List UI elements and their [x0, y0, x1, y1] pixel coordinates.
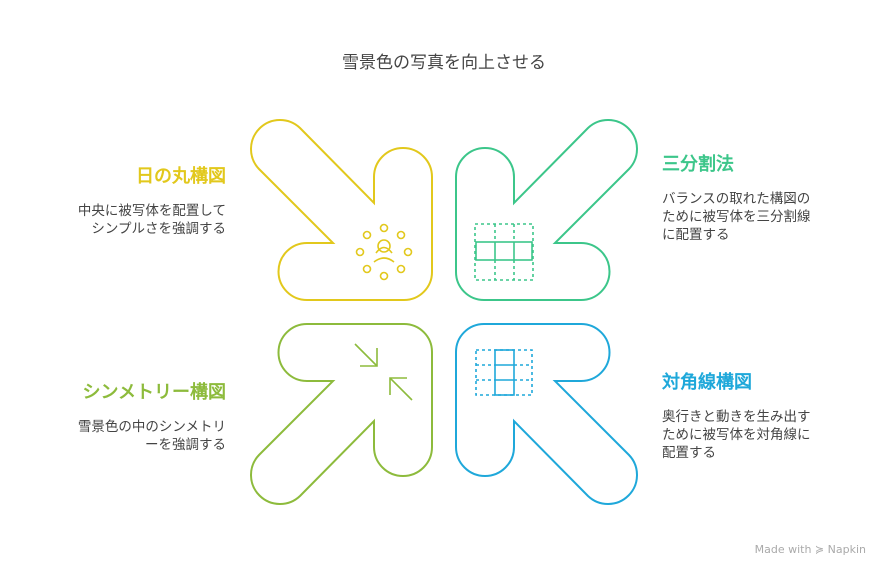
item-desc-line: ために被写体を三分割線: [662, 209, 811, 225]
arrow-bottom-right: [455, 323, 639, 506]
item-desc-line: 奥行きと動きを生み出す: [662, 409, 811, 425]
symmetry-arrows-icon: [354, 343, 413, 401]
item-title: シンメトリー構図: [82, 382, 226, 403]
item-desc-line: 配置する: [662, 445, 716, 461]
rule-of-thirds-icon: [474, 223, 534, 281]
item-title: 対角線構図: [662, 372, 752, 393]
item-desc-line: シンプルさを強調する: [91, 221, 226, 237]
item-desc-line: 中央に被写体を配置して: [77, 203, 226, 219]
item-rule-of-thirds: 三分割法 バランスの取れた構図のために被写体を三分割線に配置する: [662, 150, 862, 244]
item-desc-line: に配置する: [662, 227, 730, 243]
item-title: 日の丸構図: [136, 166, 226, 187]
item-desc-line: 雪景色の中のシンメトリ: [77, 419, 226, 435]
arrow-top-right: [455, 118, 639, 301]
item-symmetry: シンメトリー構図 雪景色の中のシンメトリーを強調する: [26, 378, 226, 454]
arrow-bottom-left: [249, 323, 433, 506]
diagonal-grid-icon: [475, 349, 533, 396]
napkin-credit[interactable]: Made with ≽ Napkin: [754, 543, 866, 556]
diagram-title: 雪景色の写真を向上させる: [342, 53, 546, 73]
item-hinomaru: 日の丸構図 中央に被写体を配置してシンプルさを強調する: [26, 162, 226, 238]
item-desc-line: ために被写体を対角線に: [662, 427, 811, 443]
sun-subject-icon: [355, 223, 413, 281]
item-diagonal: 対角線構図 奥行きと動きを生み出すために被写体を対角線に配置する: [662, 368, 862, 462]
item-desc-line: バランスの取れた構図の: [662, 191, 811, 207]
item-desc-line: ーを強調する: [145, 437, 226, 453]
item-title: 三分割法: [662, 154, 734, 175]
arrow-top-left: [249, 118, 433, 301]
